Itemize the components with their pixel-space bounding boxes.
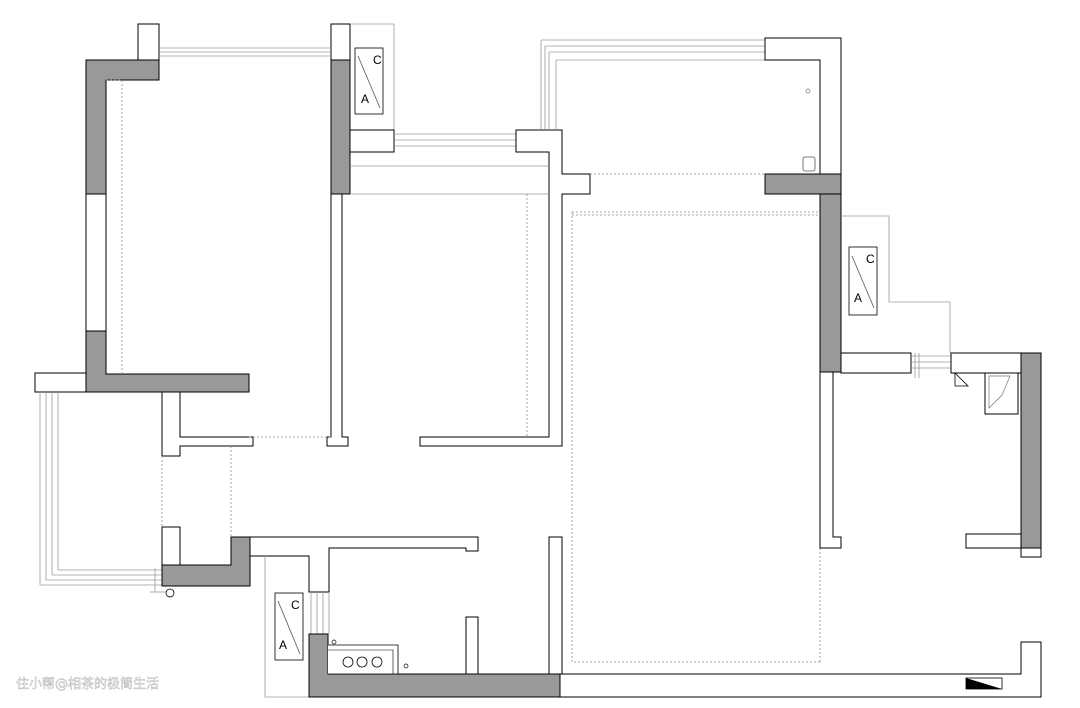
ac-label-c: C <box>373 53 382 67</box>
wall-segment <box>965 533 1022 549</box>
wall-segment <box>419 129 591 447</box>
wall-segment <box>1020 547 1042 558</box>
closet-outline <box>984 372 1019 415</box>
balcony-outline <box>841 215 951 353</box>
wall-segment <box>249 536 479 593</box>
ac-label-c: C <box>291 598 300 612</box>
concrete-wall <box>764 173 842 195</box>
concrete-wall <box>85 59 160 195</box>
concrete-wall <box>85 330 250 393</box>
door-threshold <box>966 678 1002 689</box>
guide-line <box>571 212 820 663</box>
ac-diagonal <box>357 55 381 109</box>
living-room <box>548 193 842 675</box>
ac-unit: C A <box>841 215 951 353</box>
burner-icon <box>356 656 368 668</box>
wall-segment <box>559 641 1042 698</box>
left-bedroom <box>85 23 395 447</box>
ac-label-a: A <box>279 638 287 652</box>
wall-segment <box>349 129 395 153</box>
wall-segment <box>330 23 351 61</box>
wall-segment <box>548 536 563 675</box>
wall-segment <box>465 616 479 675</box>
concrete-wall <box>330 59 351 195</box>
ac-label-a: A <box>361 92 369 106</box>
watermark-text: 住小帮@相茶的极简生活 <box>16 676 159 692</box>
balcony-outline <box>264 556 309 698</box>
wall-segment <box>161 391 254 457</box>
ac-diagonal <box>851 255 875 309</box>
window-opening <box>85 193 107 332</box>
ac-label-a: A <box>854 291 862 305</box>
concrete-wall <box>1020 352 1042 549</box>
wall-segment <box>764 37 842 175</box>
drain-icon <box>331 639 337 645</box>
wall-segment <box>161 526 181 566</box>
south-wall <box>559 641 1042 698</box>
ac-unit: C A <box>354 47 384 115</box>
wall-segment <box>34 372 87 393</box>
counter-edge <box>328 649 394 674</box>
burner-icon <box>371 656 383 668</box>
burner-icon <box>342 656 354 668</box>
drain-icon <box>165 588 175 598</box>
wall-segment <box>819 371 842 549</box>
toilet-icon <box>802 156 816 172</box>
drain-icon <box>403 663 409 669</box>
ac-diagonal <box>277 600 301 655</box>
stove-counter <box>328 644 399 675</box>
closet-detail <box>988 375 1011 409</box>
right-room <box>840 352 1042 558</box>
ac-label-c: C <box>866 252 875 266</box>
wall-segment <box>950 352 1022 374</box>
corner-detail <box>954 372 969 387</box>
middle-bedroom <box>349 129 591 447</box>
door-frame <box>965 677 1003 690</box>
wall-segment <box>326 193 349 447</box>
wall-segment <box>137 23 160 61</box>
left-balcony <box>34 372 331 598</box>
ac-unit: C A <box>274 592 304 661</box>
wall-segment <box>840 352 912 374</box>
top-right-room <box>540 37 842 195</box>
drain-icon <box>805 88 811 94</box>
concrete-wall <box>819 193 842 373</box>
